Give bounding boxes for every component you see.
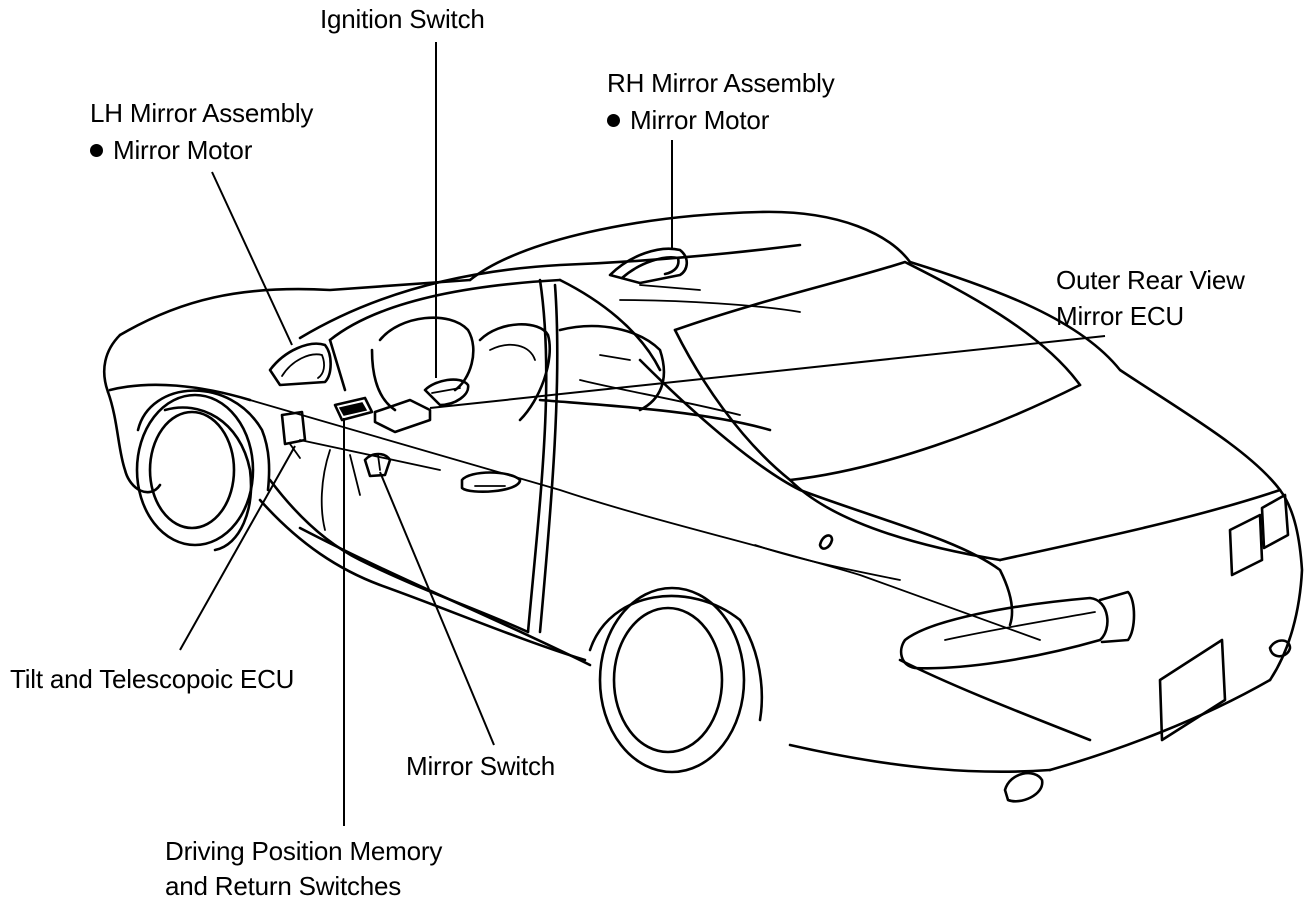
leader-outer-mirror-ecu	[429, 335, 1106, 409]
label-outer-rear-view-1: Outer Rear View	[1056, 265, 1245, 295]
exhaust	[1003, 639, 1292, 803]
label-lh-mirror-motor-text: Mirror Motor	[113, 135, 253, 165]
front-wheel	[135, 393, 255, 552]
bullet-icon	[607, 114, 620, 127]
label-tilt-telescopic-ecu: Tilt and Telescopoic ECU	[10, 664, 295, 694]
label-outer-rear-view-2: Mirror ECU	[1056, 301, 1184, 331]
label-rh-mirror-motor: Mirror Motor	[607, 103, 769, 137]
label-lh-mirror-assembly: LH Mirror Assembly	[90, 98, 314, 128]
leader-mirror-switch	[379, 471, 495, 746]
leader-lines	[179, 42, 1106, 826]
label-rh-mirror-assembly: RH Mirror Assembly	[607, 68, 835, 98]
label-driving-position-2: and Return Switches	[165, 871, 402, 901]
leader-tilt-telescopic-ecu	[179, 445, 296, 651]
rear-wheel	[588, 586, 764, 774]
bullet-icon	[90, 144, 103, 157]
label-driving-position-1: Driving Position Memory	[165, 836, 443, 866]
leader-lh-mirror	[211, 171, 293, 346]
label-rh-mirror-motor-text: Mirror Motor	[630, 105, 770, 135]
label-lh-mirror-motor: Mirror Motor	[90, 133, 252, 167]
label-mirror-switch: Mirror Switch	[406, 751, 556, 781]
label-ignition-switch: Ignition Switch	[320, 4, 485, 34]
